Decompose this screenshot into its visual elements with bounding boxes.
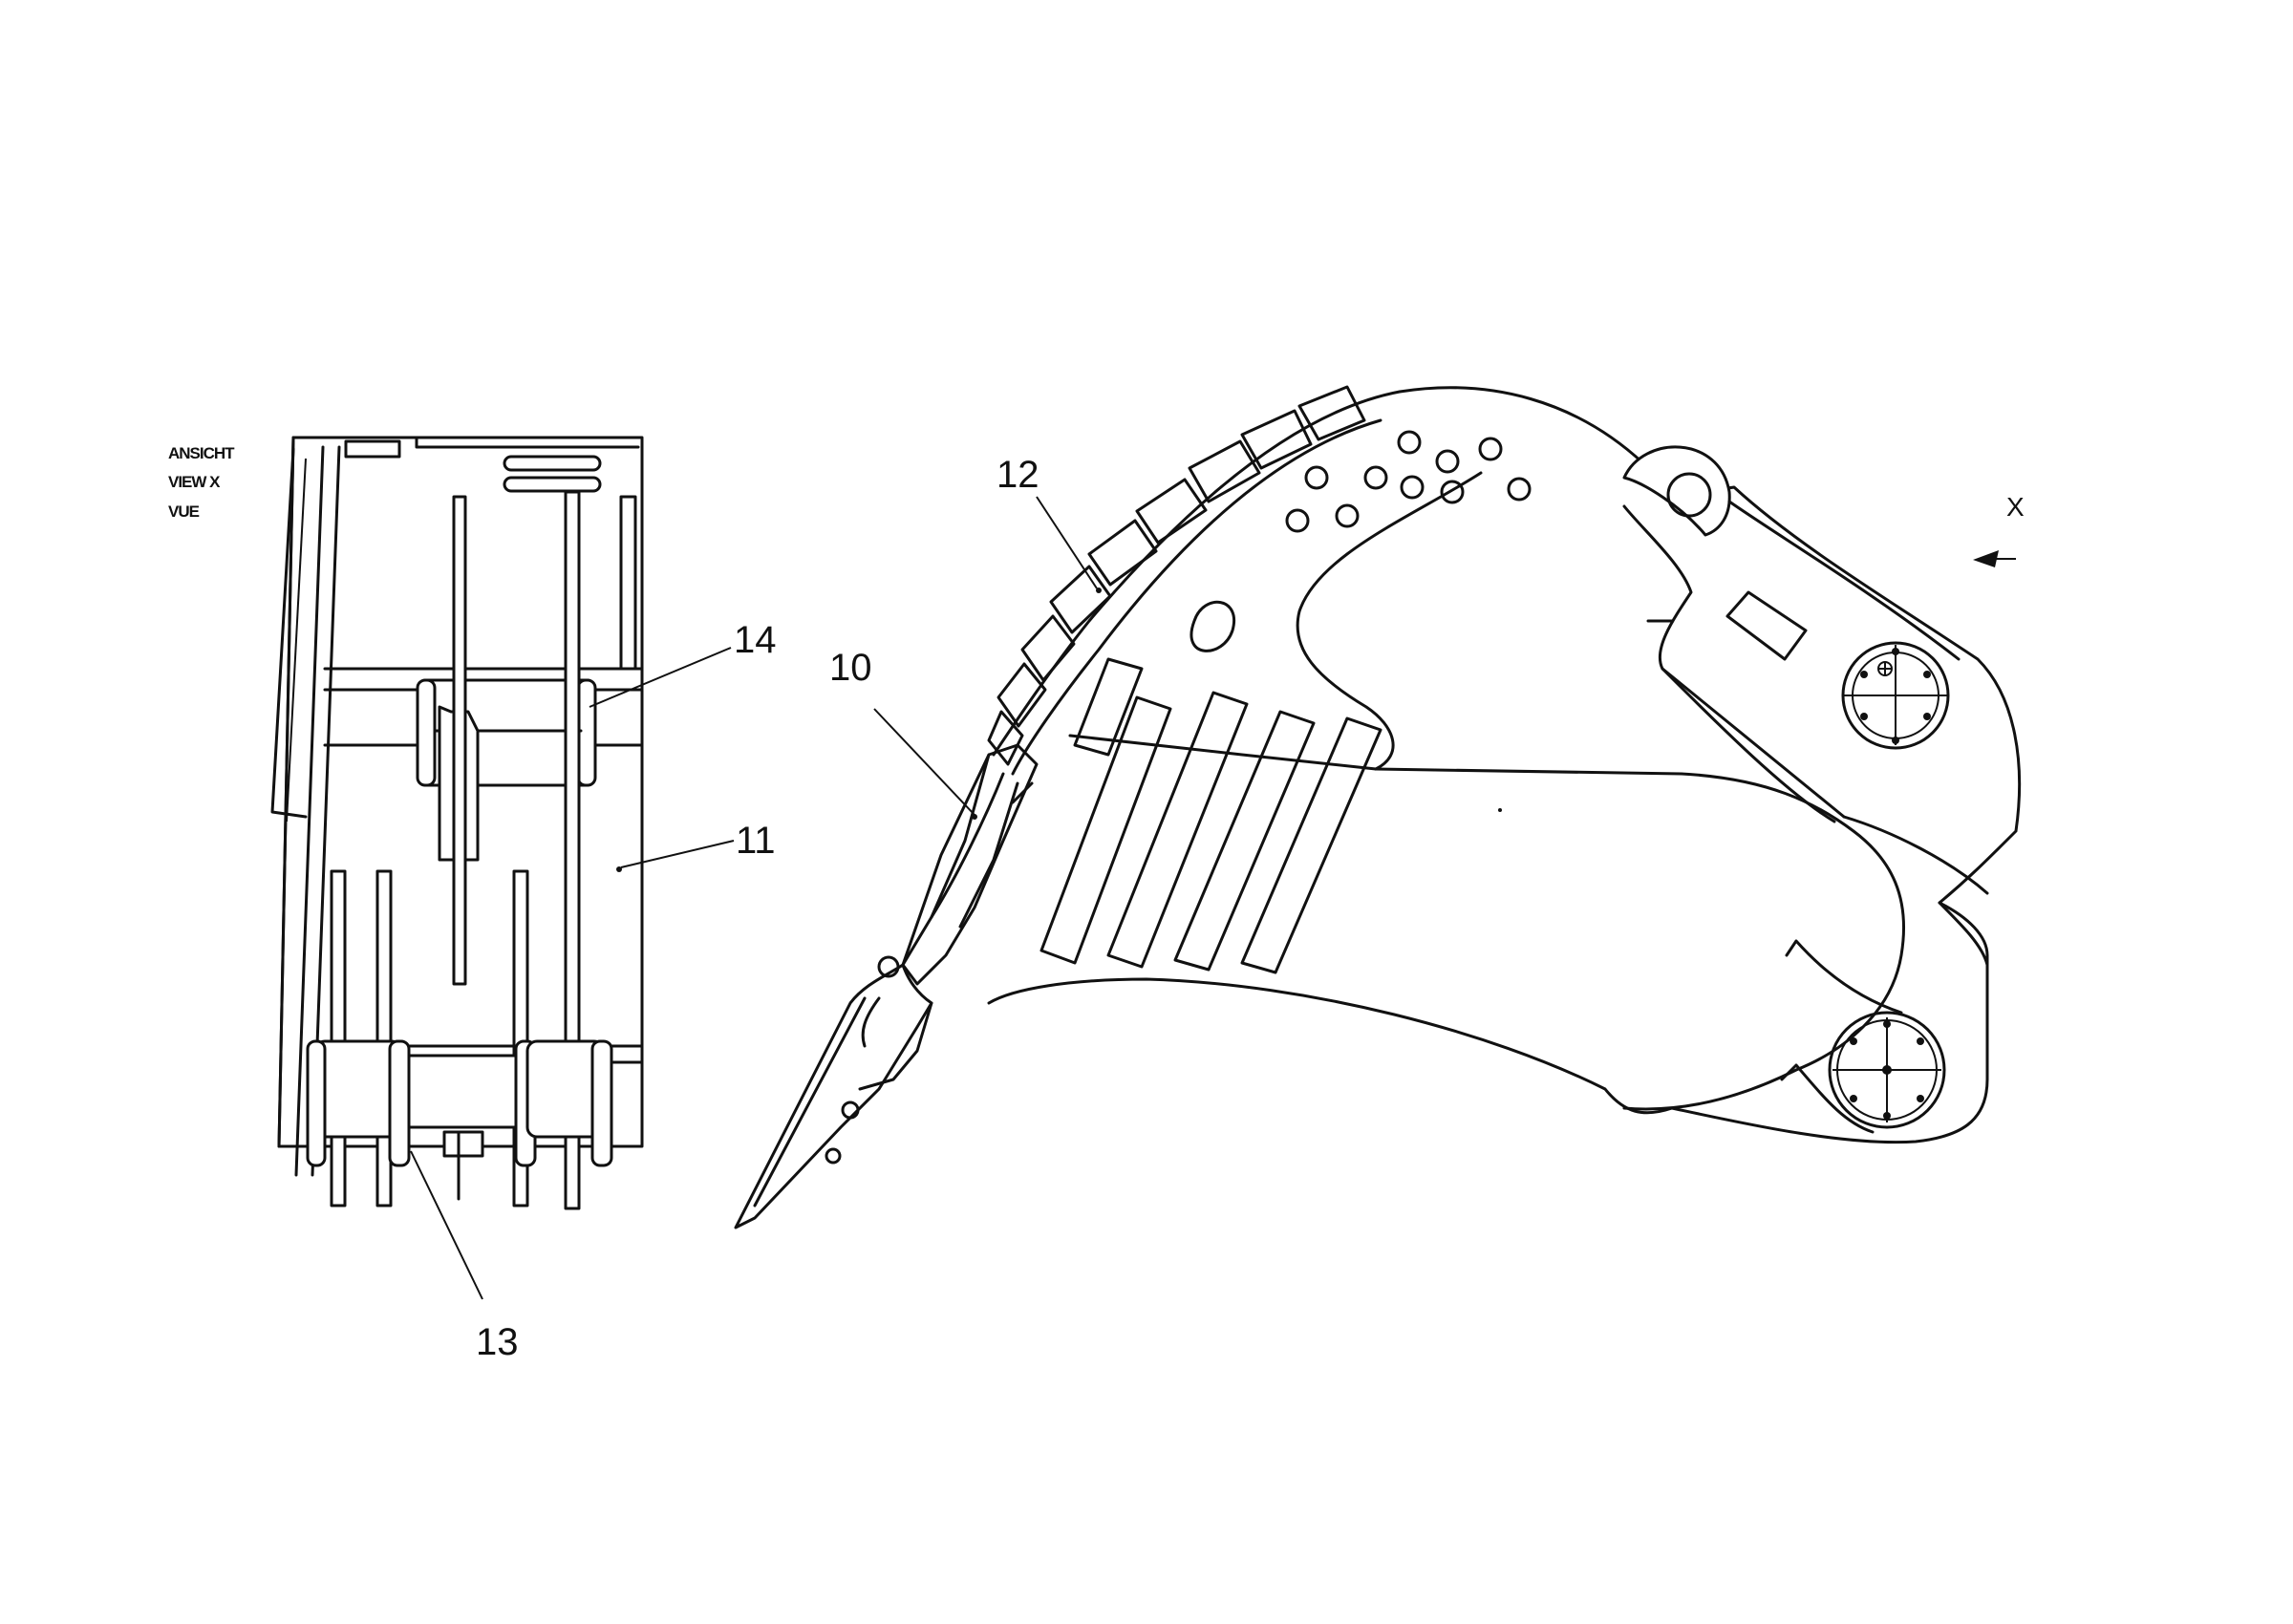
leader-11 bbox=[620, 840, 735, 868]
right-plate bbox=[564, 490, 581, 1210]
numeral-10: 10 bbox=[829, 647, 872, 689]
web-slot bbox=[1189, 600, 1236, 652]
ripper-tooth bbox=[734, 963, 933, 1229]
nose-holes bbox=[1285, 430, 1532, 533]
numeral-14: 14 bbox=[734, 619, 777, 661]
side-plate-neck bbox=[1622, 504, 1836, 823]
view-x-label: X bbox=[2006, 492, 2025, 522]
left-wall-plate-inner-a bbox=[294, 445, 325, 1177]
numeral-12: 12 bbox=[996, 454, 1039, 496]
rib-plates bbox=[1039, 657, 1382, 974]
lower-pin-key bbox=[442, 1130, 484, 1158]
top-slot-1 bbox=[503, 455, 602, 472]
center-plate bbox=[452, 495, 467, 986]
view-caption-line-2: VIEW X bbox=[168, 473, 221, 491]
leader-12 bbox=[1036, 496, 1098, 589]
front-curved-plate bbox=[992, 390, 1402, 757]
ripper-body-outline bbox=[987, 386, 2022, 1144]
view-caption-line-3: VUE bbox=[168, 502, 200, 521]
end-view-x: ANSICHT VIEW X VUE bbox=[168, 436, 777, 1363]
numeral-13: 13 bbox=[476, 1321, 519, 1363]
ripper-side-view: 10 12 X bbox=[734, 385, 2025, 1229]
wear-segments bbox=[987, 385, 1366, 766]
leader-10 bbox=[873, 708, 975, 816]
top-tab bbox=[344, 439, 401, 459]
view-caption-line-1: ANSICHT bbox=[168, 444, 235, 462]
lower-pivot-pin bbox=[1828, 1011, 1946, 1129]
top-slot-2 bbox=[503, 476, 602, 493]
upper-pivot-pin bbox=[1841, 641, 1950, 750]
shank bbox=[901, 743, 1039, 986]
leader-13 bbox=[410, 1150, 483, 1300]
lifting-eye bbox=[1622, 445, 1731, 537]
left-wall-plate-outer bbox=[277, 436, 295, 1148]
numeral-11: 11 bbox=[736, 820, 776, 862]
left-flange bbox=[270, 447, 308, 819]
lower-pin-shaft bbox=[395, 1054, 532, 1129]
id-plate bbox=[1725, 590, 1808, 661]
inner-web-curve bbox=[1296, 471, 1483, 771]
leader-14 bbox=[589, 647, 732, 708]
